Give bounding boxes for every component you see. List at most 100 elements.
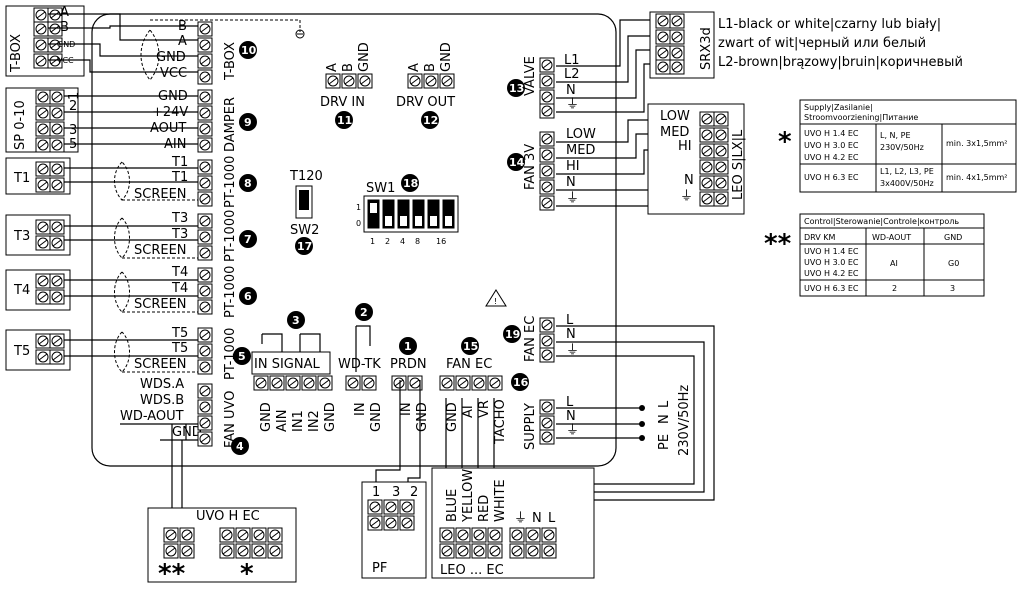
screw-terminal xyxy=(669,29,685,45)
sw1-value-label: 8 xyxy=(415,237,420,246)
screw-terminal xyxy=(509,543,525,559)
srx3d-section: SRX3d L1-black or white|czarny lub biały… xyxy=(649,11,963,79)
screw-terminal xyxy=(655,45,671,61)
prdn-pin-gnd: GND xyxy=(415,402,430,432)
in-signal-pin-gnd1: GND xyxy=(259,402,274,432)
drv-out-pin-gnd: GND xyxy=(439,42,454,72)
screw-terminal xyxy=(197,69,213,85)
screw-terminal xyxy=(49,137,65,153)
leo-ec-pin-pe: ⏚ xyxy=(514,511,527,526)
fan-ec-pin-vr: VR xyxy=(477,400,492,418)
screw-terminal xyxy=(439,375,455,391)
fan-uvo-pin-wdaout: WD-AOUT xyxy=(120,409,184,424)
in-signal-label: IN SIGNAL xyxy=(254,357,320,372)
t5-pin-2: T5 xyxy=(171,341,188,356)
supply-row1-model-2: UVO H 3.0 EC xyxy=(804,141,859,150)
marker-19: 19 xyxy=(503,325,521,343)
sw1-body xyxy=(363,195,459,233)
sw1-slot xyxy=(412,199,425,229)
screw-terminal xyxy=(455,543,471,559)
screw-terminal xyxy=(407,375,423,391)
t5-device-label: T5 xyxy=(13,344,30,359)
marker-5: 5 xyxy=(233,347,251,365)
screw-terminal xyxy=(713,111,729,127)
svg-text:3: 3 xyxy=(292,314,300,327)
screw-terminal xyxy=(325,73,341,89)
screw-terminal xyxy=(539,333,555,349)
fan3v-side-label: FAN 3V xyxy=(523,144,538,190)
screw-terminal xyxy=(197,299,213,315)
screw-terminal xyxy=(361,375,377,391)
fan3v-pin-hi: HI xyxy=(566,159,580,174)
fan-uvo-section: WDS.A WDS.B WD-AOUT GND FAN UVO 4 xyxy=(120,377,249,528)
supply-table-mark: * xyxy=(778,127,792,157)
sw1-slot xyxy=(427,199,440,229)
tbox-pin-vcc: VCC xyxy=(160,66,187,81)
marker-10: 10 xyxy=(239,41,257,59)
screw-terminal xyxy=(713,191,729,207)
screw-terminal xyxy=(251,543,267,559)
screw-terminal xyxy=(383,499,399,515)
control-row2-wd: 2 xyxy=(892,284,897,293)
uvo-mark-left: ** xyxy=(158,559,186,589)
screw-terminal xyxy=(699,159,715,175)
svg-text:18: 18 xyxy=(403,177,418,190)
sw1-value-label: 2 xyxy=(385,237,390,246)
drv-in-pin-b: B xyxy=(341,63,356,72)
marker-6: 6 xyxy=(239,287,257,305)
supply-pin-n: N xyxy=(566,409,576,424)
fan-ec-signal-section: 15 FAN EC GND AI VR TACHO xyxy=(439,337,508,528)
damper-pin-aout: AOUT xyxy=(150,121,186,136)
drv-in-label: DRV IN xyxy=(320,95,365,110)
srx3d-label: SRX3d xyxy=(699,27,714,70)
screw-terminal xyxy=(407,73,423,89)
control-col-wd: WD-AOUT xyxy=(872,233,911,242)
leo-ec-pin-n: N xyxy=(532,511,542,526)
in-signal-pin-in2: IN2 xyxy=(307,410,322,432)
screw-terminal xyxy=(49,289,65,305)
sp-device-title: SP 0-10 xyxy=(13,100,28,150)
sw1-row-0: 0 xyxy=(356,219,361,228)
screw-terminal xyxy=(253,375,269,391)
screw-terminal xyxy=(163,543,179,559)
fan3v-pin-n: N xyxy=(566,175,576,190)
screw-terminal xyxy=(219,527,235,543)
screw-terminal xyxy=(539,399,555,415)
svg-text:5: 5 xyxy=(238,350,246,363)
leo-ec-wire-yellow: YELLOW xyxy=(461,469,476,523)
tbox-pin-gnd: GND xyxy=(156,50,186,65)
valve-side-label: VALVE xyxy=(523,56,538,96)
screw-terminal xyxy=(539,195,555,211)
screw-terminal xyxy=(197,213,213,229)
screw-terminal xyxy=(251,527,267,543)
supply-row2-cable: min. 4x1,5mm² xyxy=(946,173,1008,182)
screw-terminal xyxy=(35,273,51,289)
leo-ec-device xyxy=(431,467,595,579)
screw-terminal xyxy=(655,59,671,75)
screw-terminal xyxy=(699,127,715,143)
svg-text:19: 19 xyxy=(505,328,520,341)
screw-terminal xyxy=(471,543,487,559)
supply-pin-l: L xyxy=(566,395,574,410)
screw-terminal xyxy=(487,375,503,391)
tbox-pin-b: B xyxy=(178,19,187,34)
pf-pin-2: 2 xyxy=(410,485,418,500)
screw-terminal xyxy=(539,73,555,89)
t1-pin-screen: SCREEN xyxy=(134,187,187,202)
screw-terminal xyxy=(197,137,213,153)
screw-terminal xyxy=(455,527,471,543)
control-row1-gnd: G0 xyxy=(948,259,959,268)
prdn-pin-in: IN xyxy=(399,402,414,416)
screw-terminal xyxy=(713,143,729,159)
drv-out-label: DRV OUT xyxy=(396,95,455,110)
t3-pin-screen: SCREEN xyxy=(134,243,187,258)
marker-16: 16 xyxy=(511,373,529,391)
svg-text:10: 10 xyxy=(241,44,257,57)
svg-text:!: ! xyxy=(494,297,497,306)
marker-15: 15 xyxy=(461,337,479,355)
svg-text:4: 4 xyxy=(236,440,244,453)
in-signal-pin-gnd2: GND xyxy=(323,402,338,432)
leo-ec-wire-red: RED xyxy=(477,495,492,522)
screw-terminal xyxy=(163,527,179,543)
